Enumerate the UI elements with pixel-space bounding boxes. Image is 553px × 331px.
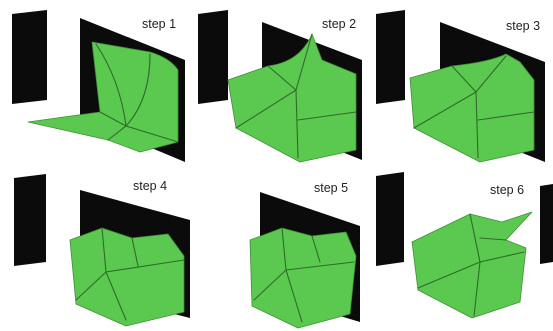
- crease-1b: [107, 125, 127, 141]
- step-1-panel: step 1: [12, 10, 185, 162]
- crease-2b: [295, 33, 313, 91]
- left-wall-2: [198, 10, 228, 104]
- crease-6d: [479, 237, 507, 241]
- crease-2c: [235, 89, 297, 129]
- folded-sheet-3: [409, 53, 535, 163]
- crease-4c: [105, 259, 185, 273]
- crease-1c: [95, 43, 127, 127]
- folded-sheet-4: [69, 227, 185, 327]
- step-3-panel: step 3: [376, 10, 545, 163]
- step-label-6: step 6: [490, 183, 524, 197]
- left-wall-3: [376, 10, 405, 104]
- folded-sheet-1: [27, 41, 179, 153]
- crease-2d: [297, 111, 357, 121]
- step-label-1: step 1: [142, 17, 176, 31]
- step-2-panel: step 2: [198, 10, 362, 163]
- left-wall-6: [376, 172, 404, 266]
- left-wall-1: [12, 10, 47, 104]
- crease-1d: [125, 53, 151, 127]
- step-4-panel: step 4: [14, 174, 190, 327]
- crease-6b: [417, 261, 481, 289]
- step-6-panel: step 6: [376, 172, 553, 319]
- step-label-4: step 4: [133, 179, 167, 193]
- crease-5b: [253, 269, 287, 301]
- folded-sheet-2: [227, 33, 357, 163]
- crease-5d: [311, 235, 321, 263]
- crease-6c: [479, 251, 525, 263]
- step-label-5: step 5: [314, 181, 348, 195]
- crease-4b: [75, 271, 107, 301]
- folded-sheet-5: [249, 227, 357, 329]
- crease-3c: [413, 91, 477, 129]
- left-wall-4: [14, 174, 46, 266]
- crease-5c: [285, 261, 355, 271]
- step-label-2: step 2: [322, 17, 356, 31]
- step-label-3: step 3: [506, 19, 540, 33]
- crease-4d: [131, 237, 139, 267]
- crease-3d: [477, 111, 535, 121]
- step-5-panel: step 5: [249, 181, 360, 329]
- right-wall-6: [540, 184, 553, 264]
- crease-3b: [475, 55, 507, 93]
